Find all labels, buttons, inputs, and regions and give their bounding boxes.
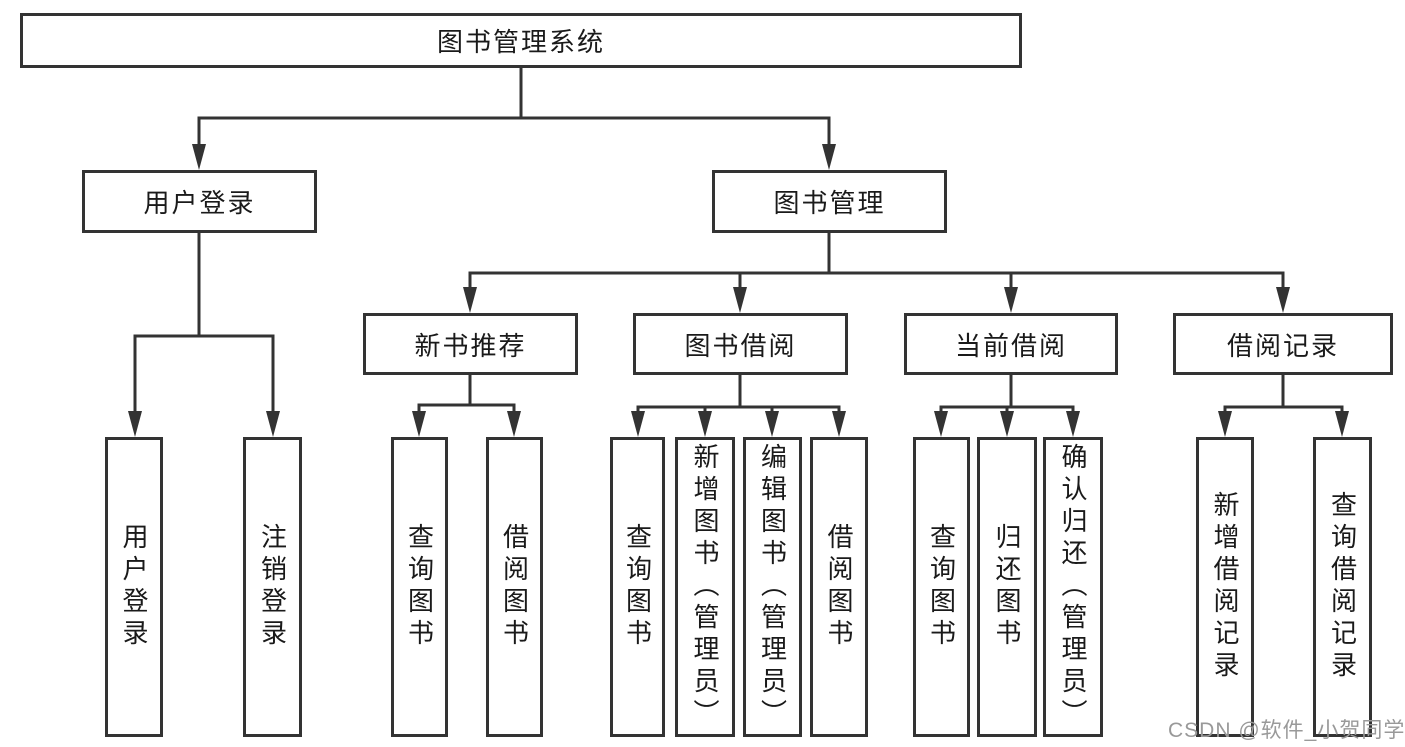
arrow-down-icon xyxy=(1218,411,1232,437)
leaf-edit-book-admin: 编辑图书（管理员） xyxy=(743,437,802,737)
node-new-book-recommend: 新书推荐 xyxy=(363,313,578,375)
arrow-down-icon xyxy=(412,411,426,437)
node-label: 当前借阅 xyxy=(954,330,1067,361)
arrow-down-icon xyxy=(822,144,836,170)
node-label: 借阅图书 xyxy=(824,523,854,651)
arrow-down-icon xyxy=(1335,411,1349,437)
node-borrow-records: 借阅记录 xyxy=(1173,313,1393,375)
node-label: 图书借阅 xyxy=(684,330,797,361)
leaf-user-login: 用户登录 xyxy=(105,437,163,737)
leaf-borrow-books-2: 借阅图书 xyxy=(810,437,868,737)
node-label: 用户登录 xyxy=(119,523,149,651)
leaf-query-books-1: 查询图书 xyxy=(391,437,448,737)
arrow-down-icon xyxy=(733,287,747,313)
node-label: 新书推荐 xyxy=(414,330,527,361)
leaf-borrow-books-1: 借阅图书 xyxy=(486,437,543,737)
leaf-confirm-return-admin: 确认归还（管理员） xyxy=(1043,437,1103,737)
node-label: 新增图书（管理员） xyxy=(690,443,720,731)
arrow-down-icon xyxy=(1276,287,1290,313)
leaf-logout: 注销登录 xyxy=(243,437,302,737)
node-label: 用户登录 xyxy=(143,188,256,218)
arrow-down-icon xyxy=(128,411,142,437)
node-label: 新增借阅记录 xyxy=(1210,491,1240,683)
node-label: 确认归还（管理员） xyxy=(1058,443,1088,731)
node-label: 图书管理 xyxy=(773,188,886,218)
leaf-add-book-admin: 新增图书（管理员） xyxy=(675,437,735,737)
leaf-query-borrow-record: 查询借阅记录 xyxy=(1313,437,1372,737)
arrow-down-icon xyxy=(507,411,521,437)
leaf-query-books-2: 查询图书 xyxy=(610,437,665,737)
arrow-down-icon xyxy=(765,411,779,437)
csdn-watermark: CSDN @软件_小贺同学 xyxy=(1168,719,1405,742)
node-root-system: 图书管理系统 xyxy=(20,13,1022,68)
node-label: 查询图书 xyxy=(926,523,957,651)
arrow-down-icon xyxy=(832,411,846,437)
arrow-down-icon xyxy=(631,411,645,437)
node-book-management: 图书管理 xyxy=(712,170,947,233)
arrow-down-icon xyxy=(266,411,280,437)
node-label: 归还图书 xyxy=(992,523,1022,651)
arrow-down-icon xyxy=(463,287,477,313)
arrow-down-icon xyxy=(934,411,948,437)
leaf-query-books-3: 查询图书 xyxy=(913,437,970,737)
leaf-return-book: 归还图书 xyxy=(977,437,1037,737)
node-label: 图书管理系统 xyxy=(436,27,605,57)
node-label: 编辑图书（管理员） xyxy=(757,443,788,731)
node-label: 查询图书 xyxy=(404,523,435,651)
arrow-down-icon xyxy=(1004,287,1018,313)
node-user-login: 用户登录 xyxy=(82,170,317,233)
node-label: 借阅图书 xyxy=(499,523,530,651)
arrow-down-icon xyxy=(192,144,206,170)
node-book-borrow: 图书借阅 xyxy=(633,313,848,375)
node-label: 注销登录 xyxy=(257,523,288,651)
arrow-down-icon xyxy=(1000,411,1014,437)
leaf-add-borrow-record: 新增借阅记录 xyxy=(1196,437,1254,737)
arrowheads xyxy=(128,144,1349,437)
node-label: 查询图书 xyxy=(622,523,653,651)
arrow-down-icon xyxy=(698,411,712,437)
node-label: 查询借阅记录 xyxy=(1327,491,1358,683)
node-label: 借阅记录 xyxy=(1226,330,1339,361)
arrow-down-icon xyxy=(1066,411,1080,437)
node-current-borrow: 当前借阅 xyxy=(904,313,1118,375)
